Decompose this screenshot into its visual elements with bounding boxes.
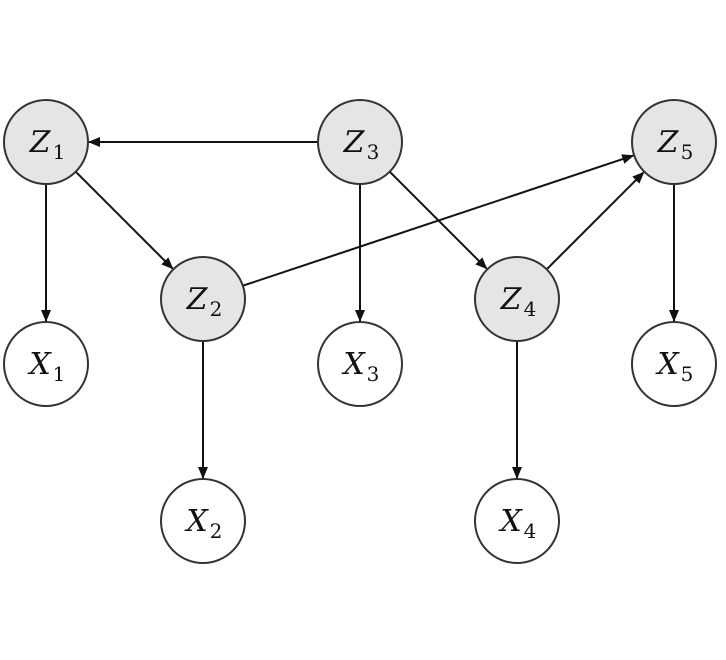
node-circle-z3 (317, 99, 403, 185)
node-label-z5: Z (657, 125, 680, 160)
node-label-z4: Z (500, 282, 523, 317)
node-subscript-z3: 3 (367, 140, 380, 164)
node-label-x5: X (655, 347, 680, 382)
node-circle-x5 (631, 321, 717, 407)
node-subscript-x5: 5 (681, 362, 694, 386)
node-subscript-x3: 3 (367, 362, 380, 386)
node-subscript-x4: 4 (524, 519, 537, 543)
node-subscript-z4: 4 (524, 297, 537, 321)
edge-z1-to-z2 (74, 170, 174, 270)
edge-z3-to-z4 (388, 170, 488, 270)
node-subscript-z1: 1 (53, 140, 66, 164)
edges-layer (41, 137, 679, 479)
node-circle-z4 (474, 256, 560, 342)
node-label-x4: X (498, 504, 523, 539)
node-label-z1: Z (29, 125, 52, 160)
node-circle-z5 (631, 99, 717, 185)
node-circle-x1 (3, 321, 89, 407)
node-label-x3: X (341, 347, 366, 382)
node-circle-z2 (160, 256, 246, 342)
node-subscript-x2: 2 (210, 519, 223, 543)
edge-z4-to-z5 (545, 171, 645, 271)
node-subscript-z2: 2 (210, 297, 223, 321)
node-label-x1: X (27, 347, 52, 382)
node-circle-z1 (3, 99, 89, 185)
node-circle-x2 (160, 478, 246, 564)
node-subscript-z5: 5 (681, 140, 694, 164)
node-circle-x4 (474, 478, 560, 564)
node-label-x2: X (184, 504, 209, 539)
node-circle-x3 (317, 321, 403, 407)
node-label-z3: Z (343, 125, 366, 160)
node-subscript-x1: 1 (53, 362, 66, 386)
node-label-z2: Z (186, 282, 209, 317)
